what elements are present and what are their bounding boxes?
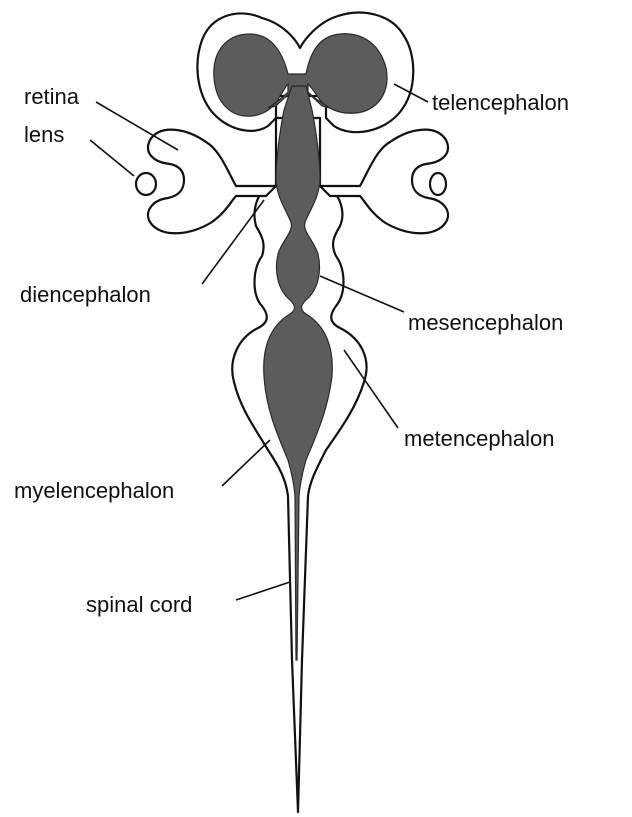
right-lens xyxy=(430,173,446,195)
mesencephalon-label: mesencephalon xyxy=(408,310,563,335)
lens-label: lens xyxy=(24,122,64,147)
lens-leader xyxy=(90,140,134,176)
retina-leader xyxy=(96,102,178,150)
diencephalon-label: diencephalon xyxy=(20,282,151,307)
myelencephalon-label: myelencephalon xyxy=(14,478,174,503)
myelencephalon-leader xyxy=(222,440,270,486)
third-ventricle-and-aqueduct xyxy=(264,86,333,660)
metencephalon-label: metencephalon xyxy=(404,426,554,451)
retina-label: retina xyxy=(24,84,80,109)
telencephalon-label: telencephalon xyxy=(432,90,569,115)
left-lens xyxy=(136,173,156,195)
spinal-cord-leader xyxy=(236,582,290,600)
spinal-cord-label: spinal cord xyxy=(86,592,192,617)
